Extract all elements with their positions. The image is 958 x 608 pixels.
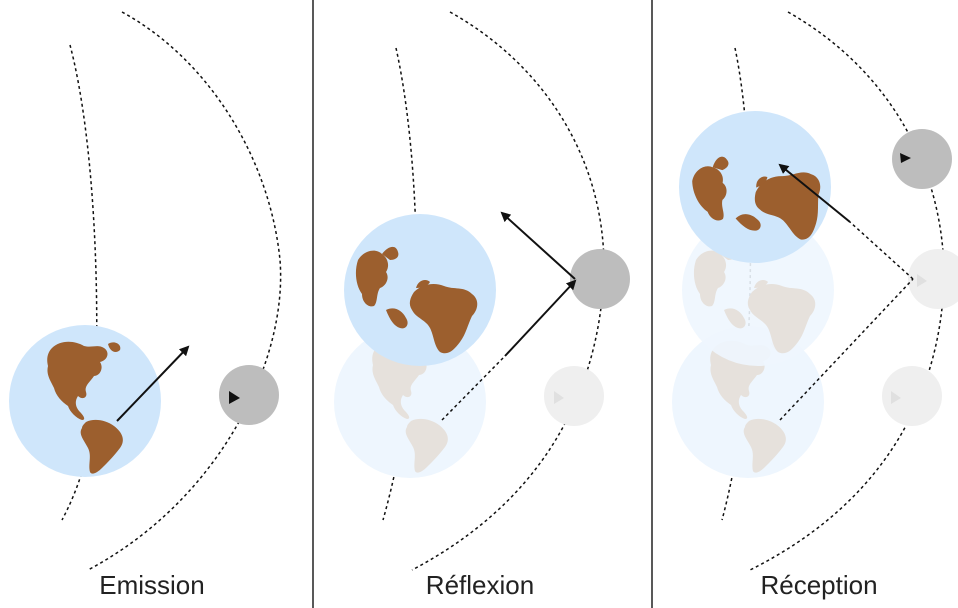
received-signal-arrow xyxy=(778,163,851,223)
panel-emission xyxy=(9,11,282,571)
caption-reflexion: Réflexion xyxy=(425,570,535,600)
reflected-signal-arrow xyxy=(500,211,576,280)
ghost-satellite-marker-icon xyxy=(891,391,901,404)
panel-reception xyxy=(672,11,958,571)
satellite xyxy=(219,365,279,425)
satellite-marker-icon xyxy=(900,153,911,163)
ghost-satellite xyxy=(544,366,604,426)
signal-path-dotted xyxy=(441,355,506,421)
satellite-orbit xyxy=(411,11,605,571)
satellite-orbit xyxy=(87,11,282,571)
ghost-satellite xyxy=(908,249,958,309)
satellite xyxy=(892,129,952,189)
caption-reception: Réception xyxy=(760,570,878,600)
emission-signal-arrow xyxy=(116,345,190,422)
ghost-satellite xyxy=(882,366,942,426)
ghost-earth-ocean xyxy=(672,326,824,478)
ghost-satellite-marker-icon xyxy=(917,274,927,287)
earth-ocean xyxy=(9,325,161,477)
satellite xyxy=(570,249,630,309)
ghost-earth-ocean xyxy=(334,326,486,478)
ghost-satellite-marker-icon xyxy=(554,391,564,404)
panel-reflexion xyxy=(334,11,630,571)
incoming-signal-arrow xyxy=(504,279,577,357)
caption-emission: Emission xyxy=(99,570,205,600)
satellite-marker-icon xyxy=(229,391,240,404)
signal-path-dotted xyxy=(849,221,914,280)
signal-path-dotted xyxy=(779,278,914,421)
